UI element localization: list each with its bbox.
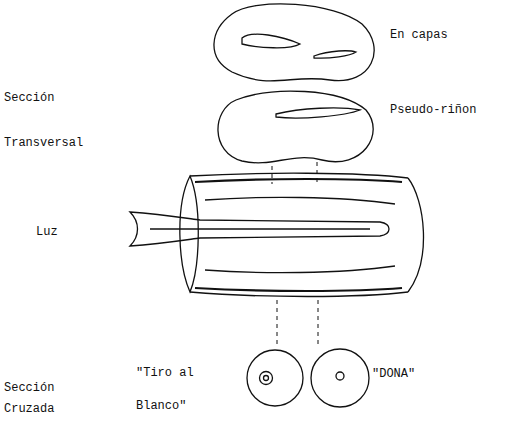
target-center — [264, 376, 269, 381]
inner-layer-top — [205, 197, 395, 204]
bowel-opening — [180, 176, 198, 292]
pseudo-kidney-section — [218, 91, 373, 163]
guide-line — [318, 300, 319, 346]
intussusceptum-lumen — [150, 228, 370, 229]
sign-label: "DONA" — [372, 367, 415, 381]
outer-bowel — [190, 173, 408, 296]
axis-label: Sección — [4, 91, 54, 105]
guide-line — [272, 166, 273, 184]
axis-label: Sección — [4, 381, 54, 395]
section-label: En capas — [390, 28, 448, 42]
guide-line — [277, 300, 278, 346]
section-label: Pseudo-riñon — [390, 103, 476, 117]
pseudo-kidney-slit — [276, 108, 360, 118]
target-ring — [260, 372, 273, 385]
lumen-label: Luz — [36, 225, 58, 239]
axis-label: Transversal — [4, 136, 83, 150]
guide-line — [317, 162, 318, 184]
bowel-end — [408, 178, 423, 292]
intussusceptum — [130, 212, 389, 246]
layered-section — [214, 4, 374, 81]
donut-center — [336, 372, 344, 380]
sign-label: "Tiro al Blanco" — [136, 357, 198, 423]
layered-inner-left — [242, 34, 300, 48]
outer-bowel-layer — [195, 179, 402, 291]
inner-layer-bottom — [205, 266, 395, 273]
target-sign — [247, 350, 303, 406]
axis-label: Cruzada — [4, 402, 54, 416]
layered-inner-right — [314, 51, 356, 58]
donut-sign — [311, 349, 369, 407]
